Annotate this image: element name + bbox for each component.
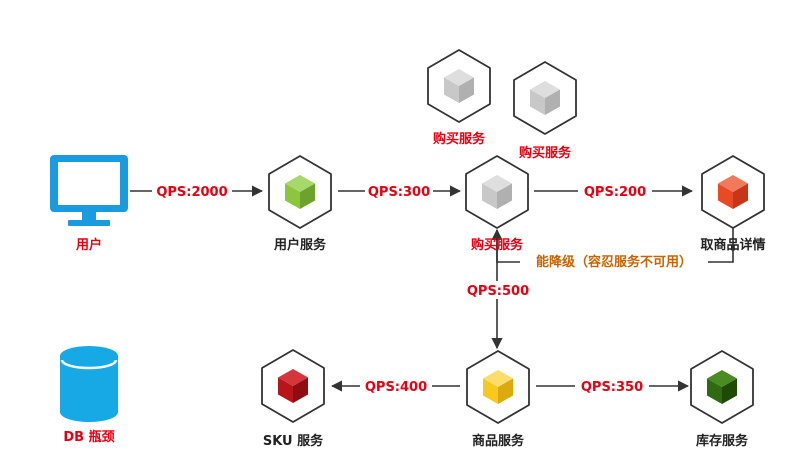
node-user: 用户 xyxy=(50,155,128,253)
node-buy-service-top1: 购买服务 xyxy=(427,49,491,147)
edge-product-to-sku: QPS:400 xyxy=(330,377,460,395)
cube-icon xyxy=(701,155,765,229)
edge-buy-to-detail: QPS:200 xyxy=(534,182,694,200)
cube-icon xyxy=(427,49,491,123)
cube-icon xyxy=(513,61,577,135)
node-label-buy-service-top1: 购买服务 xyxy=(433,131,486,147)
node-product-service: 商品服务 xyxy=(466,350,530,449)
edge-user-to-userservice: QPS:2000 xyxy=(130,182,264,200)
degrade-note: 能降级（容忍服务不可用） xyxy=(536,254,692,270)
cube-icon xyxy=(465,155,529,229)
node-label-buy-service-top2: 购买服务 xyxy=(519,145,572,161)
node-label-buy-service-main: 购买服务 xyxy=(471,237,524,253)
cube-icon xyxy=(690,350,754,424)
node-stock-service: 库存服务 xyxy=(690,350,754,449)
edge-label-qps-2000: QPS:2000 xyxy=(156,185,227,200)
cube-icon xyxy=(261,349,325,423)
degrade-path: 能降级（容忍服务不可用） xyxy=(491,228,734,271)
node-label-user: 用户 xyxy=(75,237,102,253)
monitor-icon xyxy=(50,155,128,226)
node-label-user-service: 用户服务 xyxy=(273,237,327,253)
edge-label-qps-400: QPS:400 xyxy=(365,380,427,395)
edge-product-to-stock: QPS:350 xyxy=(536,377,690,395)
edge-buy-to-product: QPS:500 xyxy=(462,230,534,350)
edge-label-qps-350: QPS:350 xyxy=(581,380,643,395)
edge-userservice-to-buy: QPS:300 xyxy=(338,182,462,200)
node-label-db: DB 瓶颈 xyxy=(63,429,114,445)
node-buy-service-top2: 购买服务 xyxy=(513,61,577,161)
node-user-service: 用户服务 xyxy=(268,155,332,253)
node-product-detail: 取商品详情 xyxy=(700,155,766,253)
node-buy-service-main: 购买服务 xyxy=(465,155,529,253)
node-label-product-detail: 取商品详情 xyxy=(700,237,765,253)
edge-label-qps-500: QPS:500 xyxy=(467,284,529,299)
edge-label-qps-300: QPS:300 xyxy=(368,185,430,200)
edge-label-qps-200: QPS:200 xyxy=(584,185,646,200)
node-label-stock-service: 库存服务 xyxy=(696,433,749,449)
node-sku-service: SKU 服务 xyxy=(261,349,325,449)
node-label-sku-service: SKU 服务 xyxy=(263,433,324,449)
node-db: DB 瓶颈 xyxy=(60,346,118,445)
cube-icon xyxy=(268,155,332,229)
database-icon xyxy=(60,346,118,422)
node-label-product-service: 商品服务 xyxy=(472,433,525,449)
cube-icon xyxy=(466,350,530,424)
